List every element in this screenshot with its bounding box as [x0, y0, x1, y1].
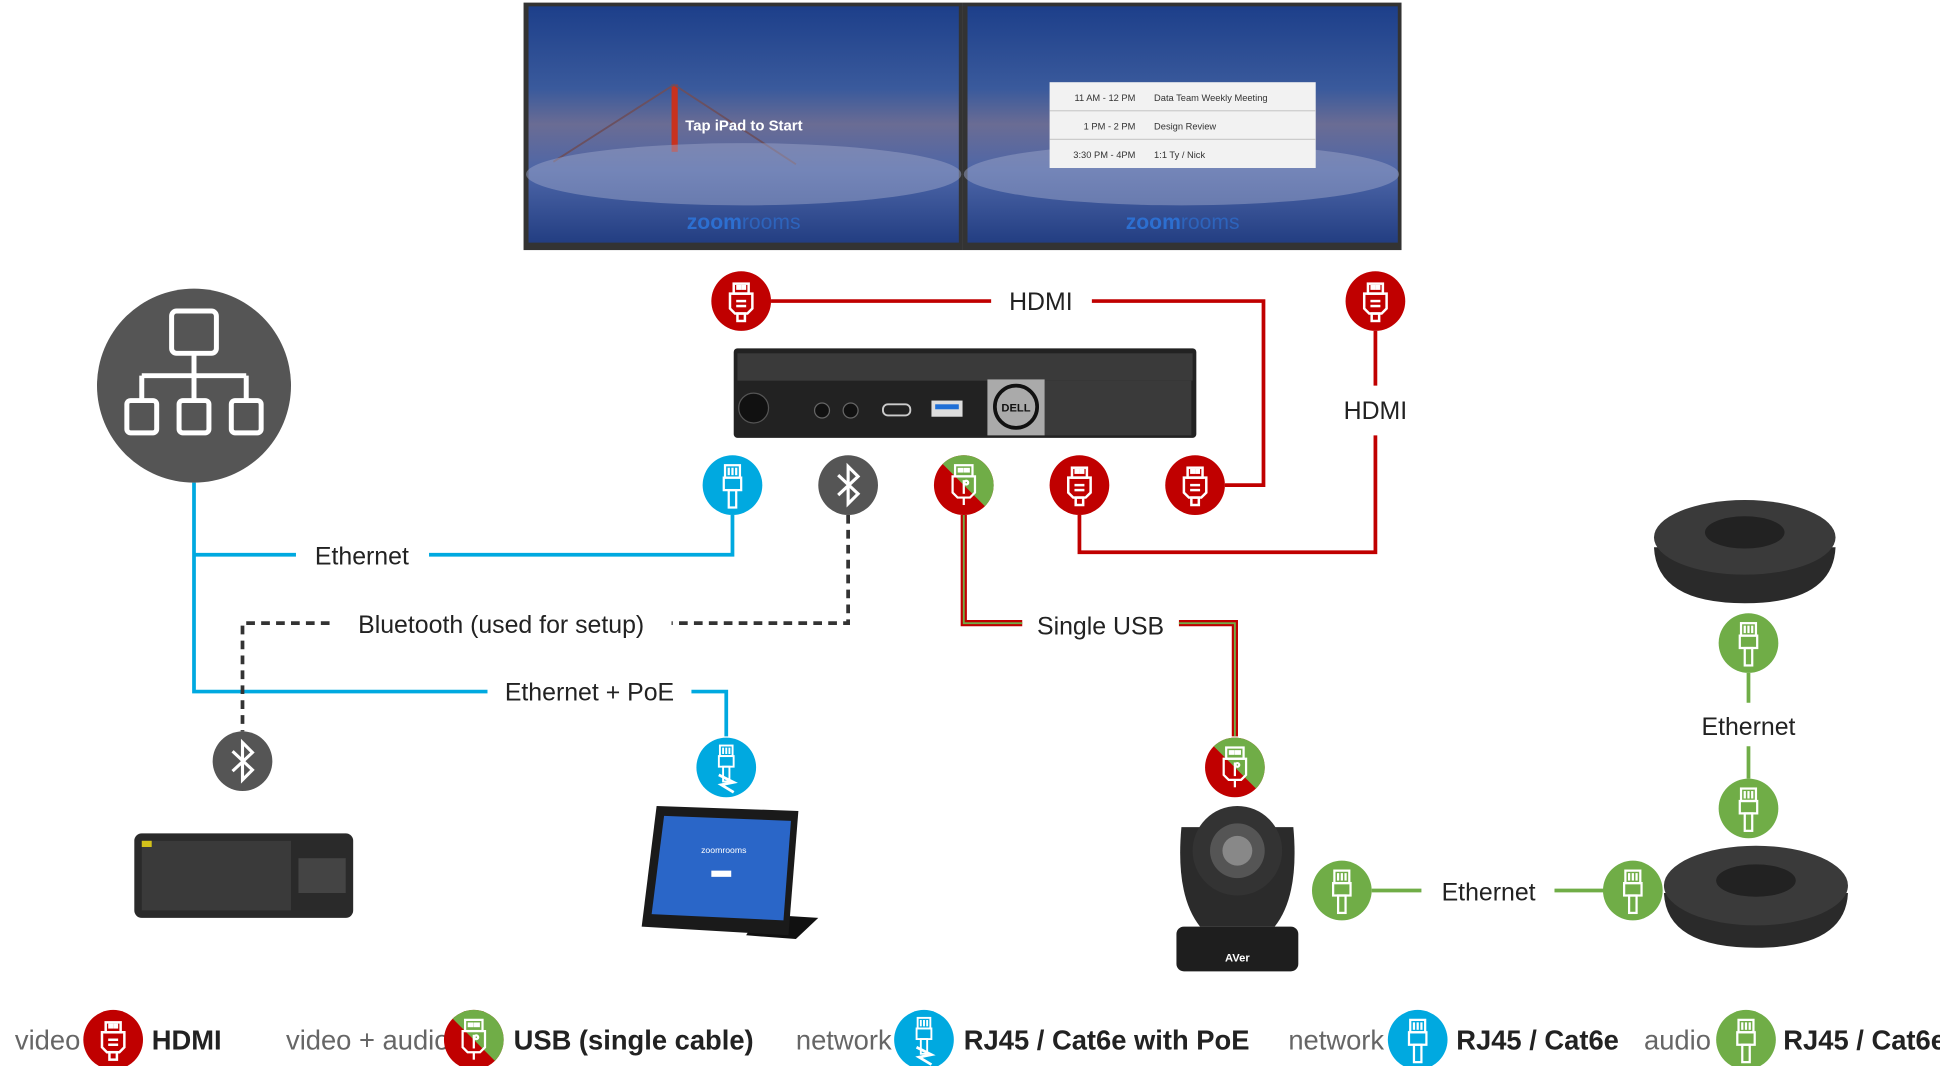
label-single-usb: Single USB	[1037, 612, 1164, 640]
hdmi-port-icon	[711, 271, 771, 331]
rj45-audio-icon	[1719, 779, 1779, 839]
rj45-audio-icon	[1312, 861, 1372, 921]
meeting-list: 11 AM - 12 PM Data Team Weekly Meeting 1…	[1049, 82, 1316, 169]
rj45-icon	[1388, 1010, 1448, 1066]
aver-conference-camera: AVer	[1176, 805, 1299, 972]
legend-item-poe: network RJ45 / Cat6e with PoE	[796, 1010, 1250, 1066]
usb-plug-icon	[443, 1009, 505, 1066]
label-ethernet: Ethernet	[315, 543, 409, 571]
network-switch-icon	[97, 288, 291, 483]
legend-category: network	[796, 1025, 892, 1056]
legend-category: audio	[1644, 1025, 1711, 1056]
meeting-time: 1 PM - 2 PM	[1084, 121, 1136, 131]
rj45-poe-icon	[696, 738, 756, 798]
label-ethernet-camera-speaker: Ethernet	[1442, 878, 1536, 906]
dell-mini-pc: DELL	[733, 348, 1197, 438]
legend-item-network: network RJ45 / Cat6e	[1288, 1010, 1619, 1066]
dell-logo: DELL	[1001, 403, 1030, 415]
speakerphone-top	[1653, 500, 1836, 604]
legend-item-hdmi: video HDMI	[15, 1010, 222, 1066]
usb-port-icon	[1204, 736, 1266, 798]
label-bluetooth: Bluetooth (used for setup)	[358, 611, 644, 639]
label-hdmi-2: HDMI	[1344, 397, 1408, 425]
bluetooth-icon	[818, 455, 878, 515]
legend-category: video	[15, 1025, 80, 1056]
meeting-title: Data Team Weekly Meeting	[1154, 93, 1268, 103]
rj45-icon	[1716, 1010, 1776, 1066]
cables	[192, 299, 1751, 893]
hdmi-port-icon	[1346, 271, 1406, 331]
display-message: Tap iPad to Start	[685, 118, 802, 135]
label-ethernet-poe: Ethernet + PoE	[505, 678, 674, 706]
display-left: Tap iPad to Start zoomrooms	[523, 2, 963, 251]
rj45-audio-icon	[1603, 861, 1663, 921]
legend-category: video + audio	[286, 1025, 449, 1056]
wireless-keyboard	[134, 833, 354, 918]
legend: video HDMI video + audio USB (single cab…	[15, 1009, 1940, 1066]
hdmi-plug-icon	[83, 1010, 143, 1066]
rj45-poe-icon	[894, 1010, 954, 1066]
usb-port-icon	[933, 454, 995, 516]
zoom-rooms-controller-tablet: zoomrooms	[641, 805, 819, 940]
legend-label: RJ45 / Cat6e with PoE	[964, 1025, 1250, 1056]
label-hdmi-1: HDMI	[1009, 288, 1073, 316]
bluetooth-icon	[213, 731, 273, 791]
tablet-zoom-logo: zoomrooms	[701, 845, 747, 855]
rj45-port-icon	[703, 455, 763, 515]
legend-item-usb: video + audio USB (single cable)	[286, 1009, 754, 1066]
speakerphone-bottom	[1663, 845, 1848, 948]
legend-label: RJ45 / Cat6e	[1456, 1025, 1619, 1056]
legend-label: USB (single cable)	[514, 1025, 754, 1056]
legend-label: RJ45 / Cat6e	[1783, 1025, 1940, 1056]
legend-category: network	[1288, 1025, 1384, 1056]
meeting-title: 1:1 Ty / Nick	[1154, 150, 1205, 160]
hdmi-port-icon	[1165, 455, 1225, 515]
legend-label: HDMI	[152, 1025, 222, 1056]
aver-logo: AVer	[1225, 952, 1250, 964]
zoom-rooms-logo: zoomrooms	[687, 211, 801, 234]
zoom-rooms-logo: zoomrooms	[1126, 211, 1240, 234]
meeting-time: 11 AM - 12 PM	[1074, 93, 1135, 103]
rj45-audio-icon	[1719, 613, 1779, 673]
display-right: 11 AM - 12 PM Data Team Weekly Meeting 1…	[962, 2, 1402, 251]
label-ethernet-speakers: Ethernet	[1701, 713, 1795, 741]
meeting-time: 3:30 PM - 4PM	[1073, 150, 1135, 160]
meeting-title: Design Review	[1154, 121, 1216, 131]
legend-item-audio: audio RJ45 / Cat6e	[1644, 1010, 1940, 1066]
hdmi-port-icon	[1050, 455, 1110, 515]
